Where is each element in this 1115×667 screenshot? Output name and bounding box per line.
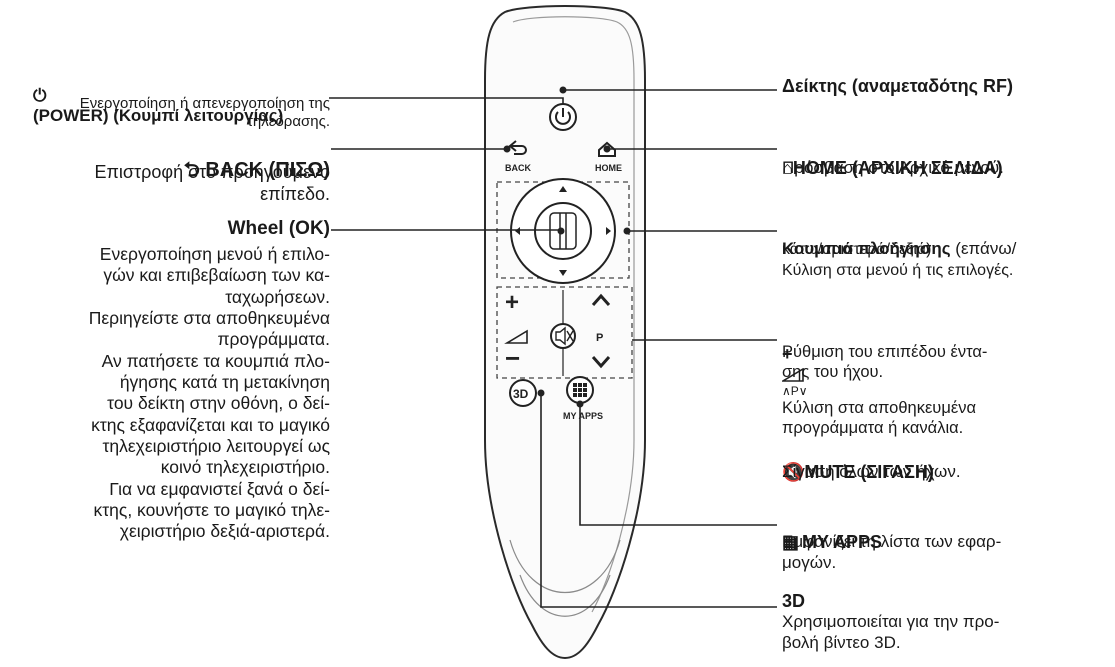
leader-myapps — [579, 404, 777, 526]
back-icon[interactable] — [508, 140, 527, 155]
nav-left-icon[interactable] — [515, 227, 520, 235]
volume-minus-icon[interactable]: − — [505, 343, 520, 373]
volume-wedge-icon — [504, 329, 528, 344]
myapps-grid-icon — [573, 383, 587, 397]
back-title: ⮌ BACK (ΠΙΣΩ) — [183, 159, 330, 182]
volume-plus-icon[interactable]: + — [505, 289, 519, 316]
home-small-icon: ⌂ — [782, 157, 793, 178]
mute-icon — [555, 326, 574, 346]
myapps-body: Εμφανίζει τη λίστα των εφαρ- μογών. — [782, 532, 1002, 572]
wheel-ok-grip — [549, 212, 577, 250]
home-body: Πρόσβαση στο Αρχικό μενού. — [782, 158, 1004, 177]
home-title: ⌂HOME (ΑΡΧΙΚΗ ΣΕΛΙΔΑ) — [782, 157, 1003, 178]
nav-down-icon[interactable] — [559, 270, 567, 276]
volume-program-area — [496, 286, 633, 379]
threed-title: 3D — [782, 591, 806, 611]
back-button-label: BACK — [505, 163, 531, 173]
program-title: ∧P∨ — [782, 384, 808, 398]
leader-3d — [540, 393, 777, 608]
leader-power — [329, 97, 564, 104]
program-down-icon[interactable] — [591, 356, 611, 369]
nav-up-icon[interactable] — [559, 186, 567, 192]
myapps-small-icon: ▦ — [782, 531, 799, 552]
power-icon — [555, 111, 571, 125]
myapps-title: ▦ MY APPS — [782, 531, 883, 552]
nav-title: Κουμπιά πλοήγησης (επάνω/ — [782, 238, 1017, 258]
pointer-title: Δείκτης (αναμεταδότης RF) — [782, 76, 1013, 96]
myapps-dot — [576, 400, 584, 408]
program-p-label: P — [596, 332, 603, 344]
power-body: Ενεργοποίηση ή απενεργοποίηση της τηλεόρ… — [79, 95, 330, 131]
threed-body: Χρησιμοποιείται για την προ- βολή βίντεο… — [782, 612, 1000, 652]
volume-wedge-icon — [782, 366, 804, 382]
myapps-button-label: MY APPS — [563, 411, 603, 421]
threed-button-label: 3D — [513, 387, 529, 401]
wheel-body: Ενεργοποίηση μενού ή επιλο- γών και επιβ… — [88, 244, 330, 542]
volume-body: Ρύθμιση του επιπέδου έντα- σης του ήχου. — [782, 343, 988, 381]
mute-button[interactable] — [550, 323, 576, 349]
threed-dot — [537, 389, 545, 397]
threed-button[interactable] — [509, 379, 537, 407]
program-body: Κύλιση στα αποθηκευμένα προγράμματα ή κα… — [782, 399, 976, 437]
wheel-title: Wheel (OK) — [227, 218, 330, 239]
home-dot — [603, 145, 611, 153]
volume-title: + — [782, 322, 804, 410]
mute-small-icon: 🔇 — [782, 461, 805, 482]
mute-body: Σίγαση όλων των ήχων. — [782, 462, 961, 481]
nav-right-icon[interactable] — [606, 227, 611, 235]
wheel-dot — [557, 227, 565, 235]
back-dot — [503, 145, 511, 153]
remote-bottom-curve-2 — [519, 574, 611, 617]
back-body: Επιστροφή στο προηγούμενο επίπεδο. — [94, 162, 331, 204]
nav-body: κάτω/αριστερά/δεξιά) Κύλιση στα μενού ή … — [782, 241, 1014, 279]
program-up-icon[interactable] — [591, 293, 611, 306]
remote-bottom-curve — [509, 539, 621, 593]
leader-lines — [329, 89, 777, 608]
power-icon: ⏻ — [33, 85, 47, 105]
power-title: ⏻ (POWER) (Κουμπί λειτουργίας) — [33, 85, 284, 126]
mute-title: 🔇MUTE (ΣΙΓΑΣΗ) — [782, 461, 934, 482]
back-arrow-icon: ⮌ — [183, 159, 200, 182]
home-button-label: HOME — [595, 163, 622, 173]
